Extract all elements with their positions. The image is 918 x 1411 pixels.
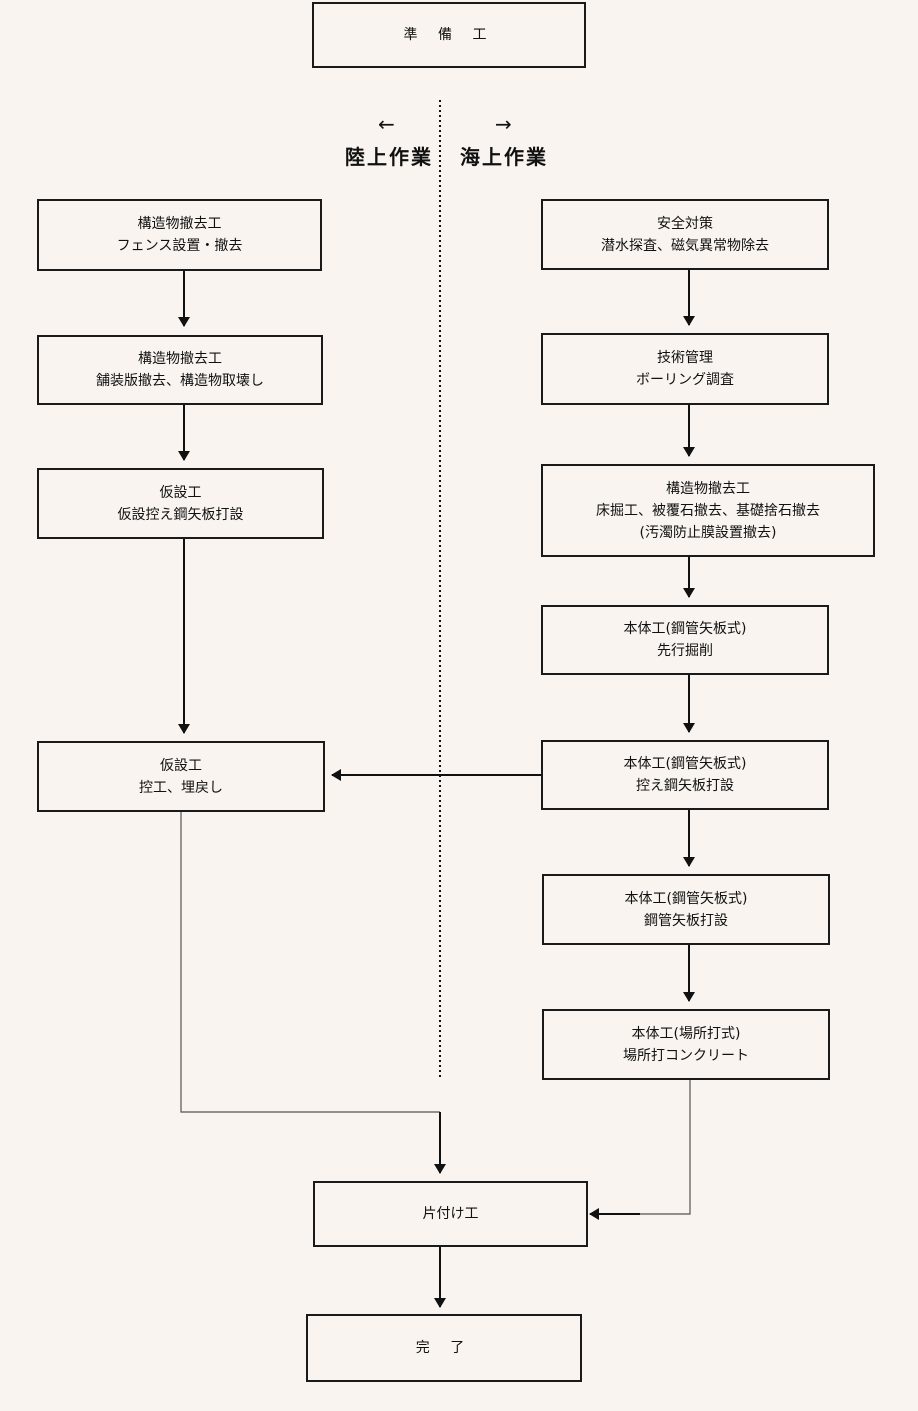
land-step-3-line1: 仮設工 (159, 484, 202, 501)
step-cleanup-label: 片付け工 (422, 1206, 479, 1222)
land-step-4-line2: 控工、埋戻し (139, 779, 223, 796)
sea-step-3: 構造物撤去工 床掘工、被覆石撤去、基礎捨石撤去 (汚濁防止膜設置撤去) (541, 464, 875, 557)
sea-step-7: 本体工(場所打式) 場所打コンクリート (542, 1009, 830, 1080)
sea-step-1-line1: 安全対策 (657, 215, 713, 232)
sea-step-6-line1: 本体工(鋼管矢板式) (624, 890, 748, 907)
sea-step-5-line1: 本体工(鋼管矢板式) (623, 756, 747, 772)
sea-step-3-line3: (汚濁防止膜設置撤去) (639, 524, 777, 541)
step-complete: 完 了 (306, 1314, 582, 1382)
sea-work-label: 海上作業 (460, 145, 548, 169)
land-step-2-line1: 構造物撤去工 (138, 351, 222, 367)
sea-step-6-line2: 鋼管矢板打設 (644, 912, 728, 929)
sea-step-1-line2: 潜水探査、磁気異常物除去 (601, 237, 769, 254)
connector-sea7-to-cleanup (640, 1079, 691, 1215)
sea-step-3-line1: 構造物撤去工 (666, 480, 750, 497)
land-step-4: 仮設工 控工、埋戻し (37, 741, 325, 812)
connector-land4-to-cleanup (180, 812, 440, 1113)
sea-step-2-line1: 技術管理 (657, 350, 713, 366)
step-preparation-label: 準 備 工 (403, 27, 495, 43)
land-step-4-line1: 仮設工 (160, 757, 202, 774)
land-step-1-line1: 構造物撤去工 (137, 216, 222, 232)
sea-step-4: 本体工(鋼管矢板式) 先行掘削 (541, 605, 829, 675)
step-complete-label: 完 了 (415, 1340, 473, 1356)
land-step-1-line2: フェンス設置・撤去 (116, 238, 243, 254)
arrow-right-icon: → (495, 112, 512, 136)
land-step-2-line2: 舗装版撤去、構造物取壊し (96, 373, 264, 389)
sea-step-2: 技術管理 ボーリング調査 (541, 333, 829, 405)
arrow-left-icon: ← (378, 112, 395, 136)
land-step-2: 構造物撤去工 舗装版撤去、構造物取壊し (37, 335, 323, 405)
land-work-label: 陸上作業 (345, 145, 433, 169)
step-preparation: 準 備 工 (312, 2, 586, 68)
sea-step-7-line1: 本体工(場所打式) (631, 1025, 741, 1042)
land-step-1: 構造物撤去工 フェンス設置・撤去 (37, 199, 322, 271)
sea-step-1: 安全対策 潜水探査、磁気異常物除去 (541, 199, 829, 270)
sea-step-5: 本体工(鋼管矢板式) 控え鋼矢板打設 (541, 740, 829, 810)
sea-step-2-line2: ボーリング調査 (636, 372, 734, 388)
sea-step-3-line2: 床掘工、被覆石撤去、基礎捨石撤去 (596, 502, 820, 519)
step-cleanup: 片付け工 (313, 1181, 588, 1247)
land-step-3-line2: 仮設控え鋼矢板打設 (117, 506, 244, 523)
sea-step-7-line2: 場所打コンクリート (623, 1047, 749, 1064)
sea-step-6: 本体工(鋼管矢板式) 鋼管矢板打設 (542, 874, 830, 945)
land-step-3: 仮設工 仮設控え鋼矢板打設 (37, 468, 324, 539)
sea-step-4-line1: 本体工(鋼管矢板式) (623, 621, 747, 637)
sea-step-5-line2: 控え鋼矢板打設 (636, 778, 734, 794)
sea-step-4-line2: 先行掘削 (657, 643, 713, 659)
